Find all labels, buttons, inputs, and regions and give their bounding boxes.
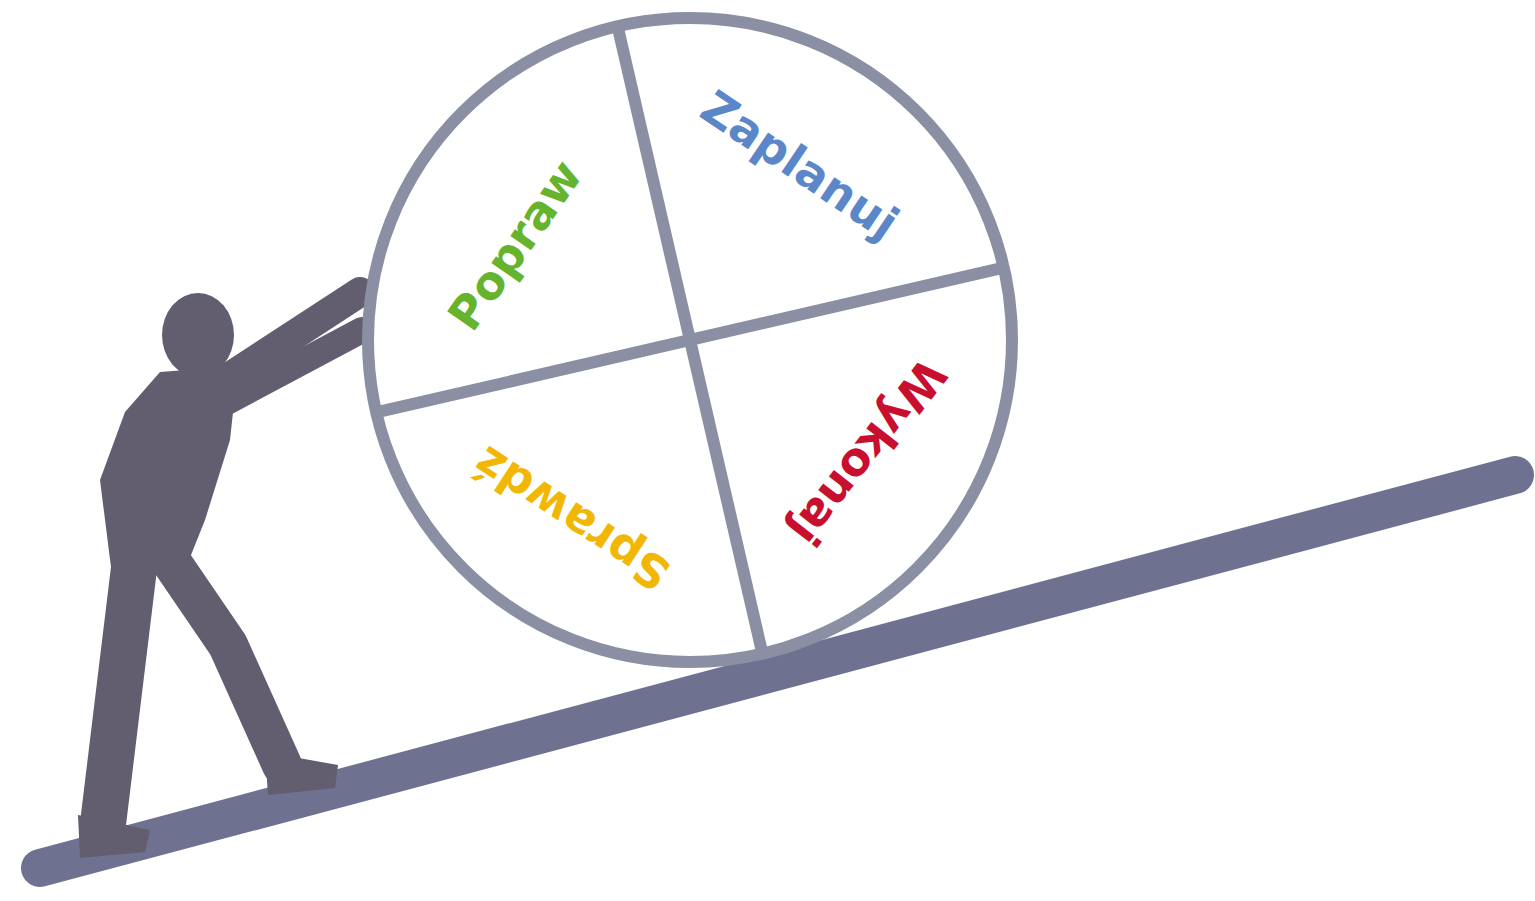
cycle-wheel — [368, 18, 1012, 662]
pushing-person — [78, 292, 362, 858]
wheel-spokes — [304, 0, 1076, 726]
